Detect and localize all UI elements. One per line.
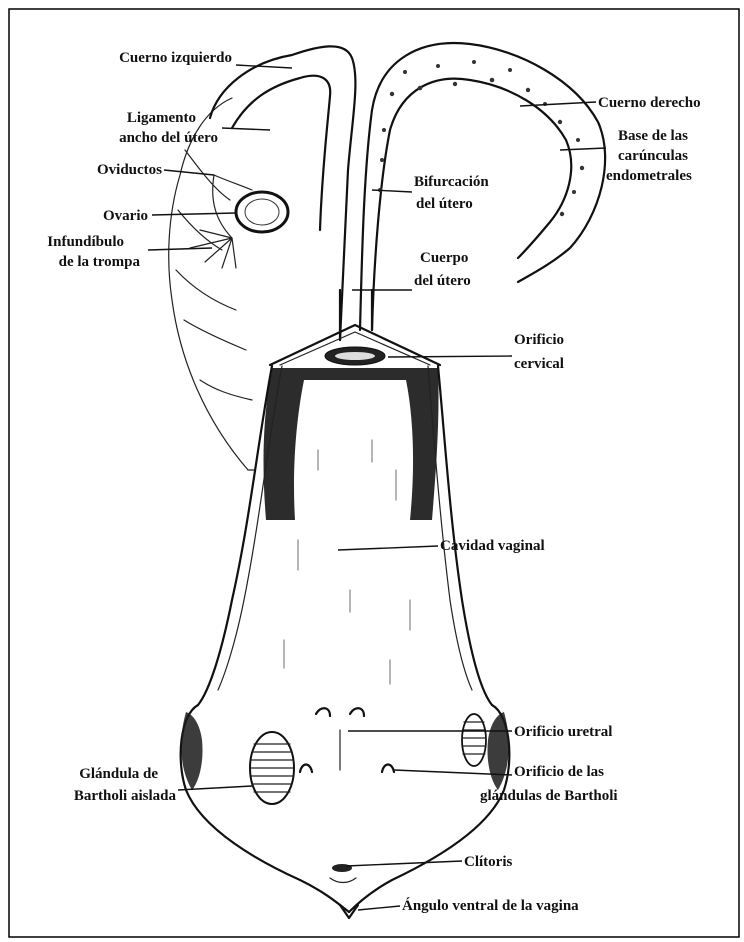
label-base-line3: endometrales [606,168,692,184]
label-cavidad-vaginal: Cavidad vaginal [440,538,545,554]
label-orificio-glandulas-line2: glándulas de Bartholi [480,788,618,804]
label-bifurcacion-line1: Bifurcación [414,174,489,190]
vaginal-dark-band [264,368,439,520]
label-oviductos: Oviductos [97,162,162,178]
right-bulb-shading [487,712,508,790]
bartholin-orifice-right [382,765,394,773]
label-orificio-glandulas-line1: Orificio de las [514,764,604,780]
broad-ligament-outline [169,98,255,470]
labels-left: Cuerno izquierdo Ligamento ancho del úte… [47,50,232,804]
vaginal-wall-right [438,366,492,705]
label-glandula-line2: Bartholi aislada [74,788,177,804]
label-ligamento-line1: Ligamento [127,110,196,126]
label-orificio-cervical-line2: cervical [514,356,564,372]
label-cuerno-derecho: Cuerno derecho [598,95,701,111]
label-base-line1: Base de las [618,128,688,144]
right-bartholin-gland [462,714,486,766]
label-infundibulo-line1: Infundíbulo [47,234,124,250]
label-angulo-ventral: Ángulo ventral de la vagina [402,897,579,914]
vaginal-wall-left [198,366,272,705]
label-orificio-cervical-line1: Orificio [514,332,564,348]
left-bulb-shading [181,712,202,790]
bartholin-orifice-left [300,765,312,773]
labels-right: Cuerno derecho Base de las carúnculas en… [402,95,701,914]
ovary-shape [236,192,288,232]
label-orificio-uretral: Orificio uretral [514,724,612,740]
label-bifurcacion-line2: del útero [416,196,473,212]
urethral-orifice-shape [316,708,364,716]
left-uterine-horn [210,46,355,340]
label-base-line2: carúnculas [618,148,688,164]
caruncle-dots [378,60,584,216]
label-cuerpo-line2: del útero [414,273,471,289]
label-ovario: Ovario [103,208,148,224]
interior-texture [284,440,410,684]
label-glandula-line1: Glándula de [79,766,158,782]
label-cuerno-izquierdo: Cuerno izquierdo [119,50,232,66]
label-ligamento-line2: ancho del útero [119,130,218,146]
label-clitoris: Clítoris [464,854,512,870]
label-cuerpo-line1: Cuerpo [420,250,468,266]
left-bartholin-gland [250,732,294,804]
label-infundibulo-line2: de la trompa [59,254,141,270]
leader-lines [148,65,606,910]
